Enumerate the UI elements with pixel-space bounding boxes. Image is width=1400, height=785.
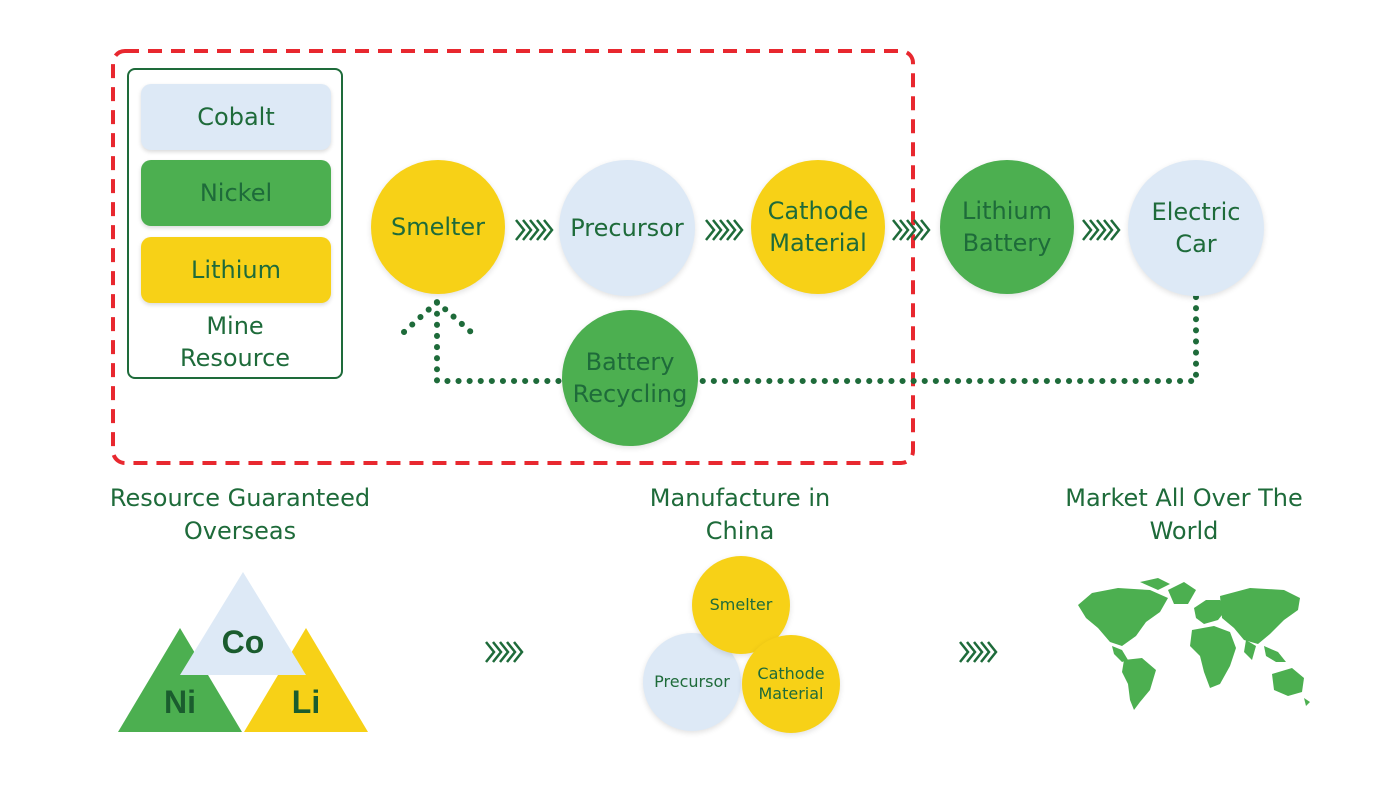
lithium-battery-node: Lithium Battery [940,160,1074,294]
cluster-smelter-label: Smelter [709,595,773,614]
cluster-precursor-label: Precursor [654,672,730,691]
cobalt-label: Cobalt [197,103,275,131]
resource-title-line1: Resource Guaranteed [109,484,371,512]
li-label: Li [291,683,321,720]
precursor-node: Precursor [559,160,695,296]
smelter-node: Smelter [371,160,505,294]
resource-section-title: Resource Guaranteed Overseas [90,482,390,548]
chevron-arrow-icon [515,219,554,241]
cluster-cathode-line1: Cathode [757,664,825,683]
chevron-arrow-icon [485,641,524,663]
mine-label-line2: Resource [179,344,291,372]
precursor-label: Precursor [570,214,684,242]
recycling-line2: Recycling [572,380,688,408]
ni-triangle [118,628,242,732]
battery-line2: Battery [962,229,1052,257]
co-triangle [180,572,306,675]
car-line1: Electric [1151,198,1241,226]
mine-label-line1: Mine [206,312,264,340]
manufacture-title-line2: China [705,517,775,545]
market-title-line2: World [1149,517,1219,545]
resource-triangles [118,572,368,732]
resource-title-line2: Overseas [183,517,297,545]
battery-recycling-node: Battery Recycling [562,310,698,446]
mine-resource-box [127,68,343,379]
car-line2: Car [1175,230,1217,258]
nickel-label: Nickel [199,179,273,207]
cathode-line1: Cathode [767,197,869,225]
electric-car-node: Electric Car [1128,160,1264,296]
cathode-material-node: Cathode Material [751,160,885,294]
manufacture-section-title: Manufacture in China [590,482,890,548]
cluster-cathode-node: Cathode Material [742,635,840,733]
recycle-path [434,294,1199,384]
lithium-pill: Lithium [141,237,331,303]
chevron-arrow-icon [1082,219,1121,241]
ni-label: Ni [164,683,196,720]
market-section-title: Market All Over The World [1034,482,1334,548]
cathode-line2: Material [769,229,867,257]
mine-resource-label: Mine Resource [127,310,343,374]
battery-line1: Lithium [962,197,1052,225]
chevron-arrow-icon [892,219,931,241]
smelter-label: Smelter [390,213,486,241]
market-title-line1: Market All Over The [1065,484,1303,512]
nickel-pill: Nickel [141,160,331,226]
manufacture-title-line1: Manufacture in [649,484,831,512]
recycle-arrowhead [401,297,474,335]
co-label: Co [221,623,265,660]
world-map-icon [1078,578,1310,710]
lithium-label: Lithium [191,256,281,284]
recycling-line1: Battery [585,348,675,376]
cluster-cathode-line2: Material [758,684,824,703]
chevron-arrow-icon [959,641,998,663]
li-triangle [244,628,368,732]
chevron-arrow-icon [705,219,744,241]
manufacture-boundary [111,49,915,465]
cobalt-pill: Cobalt [141,84,331,150]
